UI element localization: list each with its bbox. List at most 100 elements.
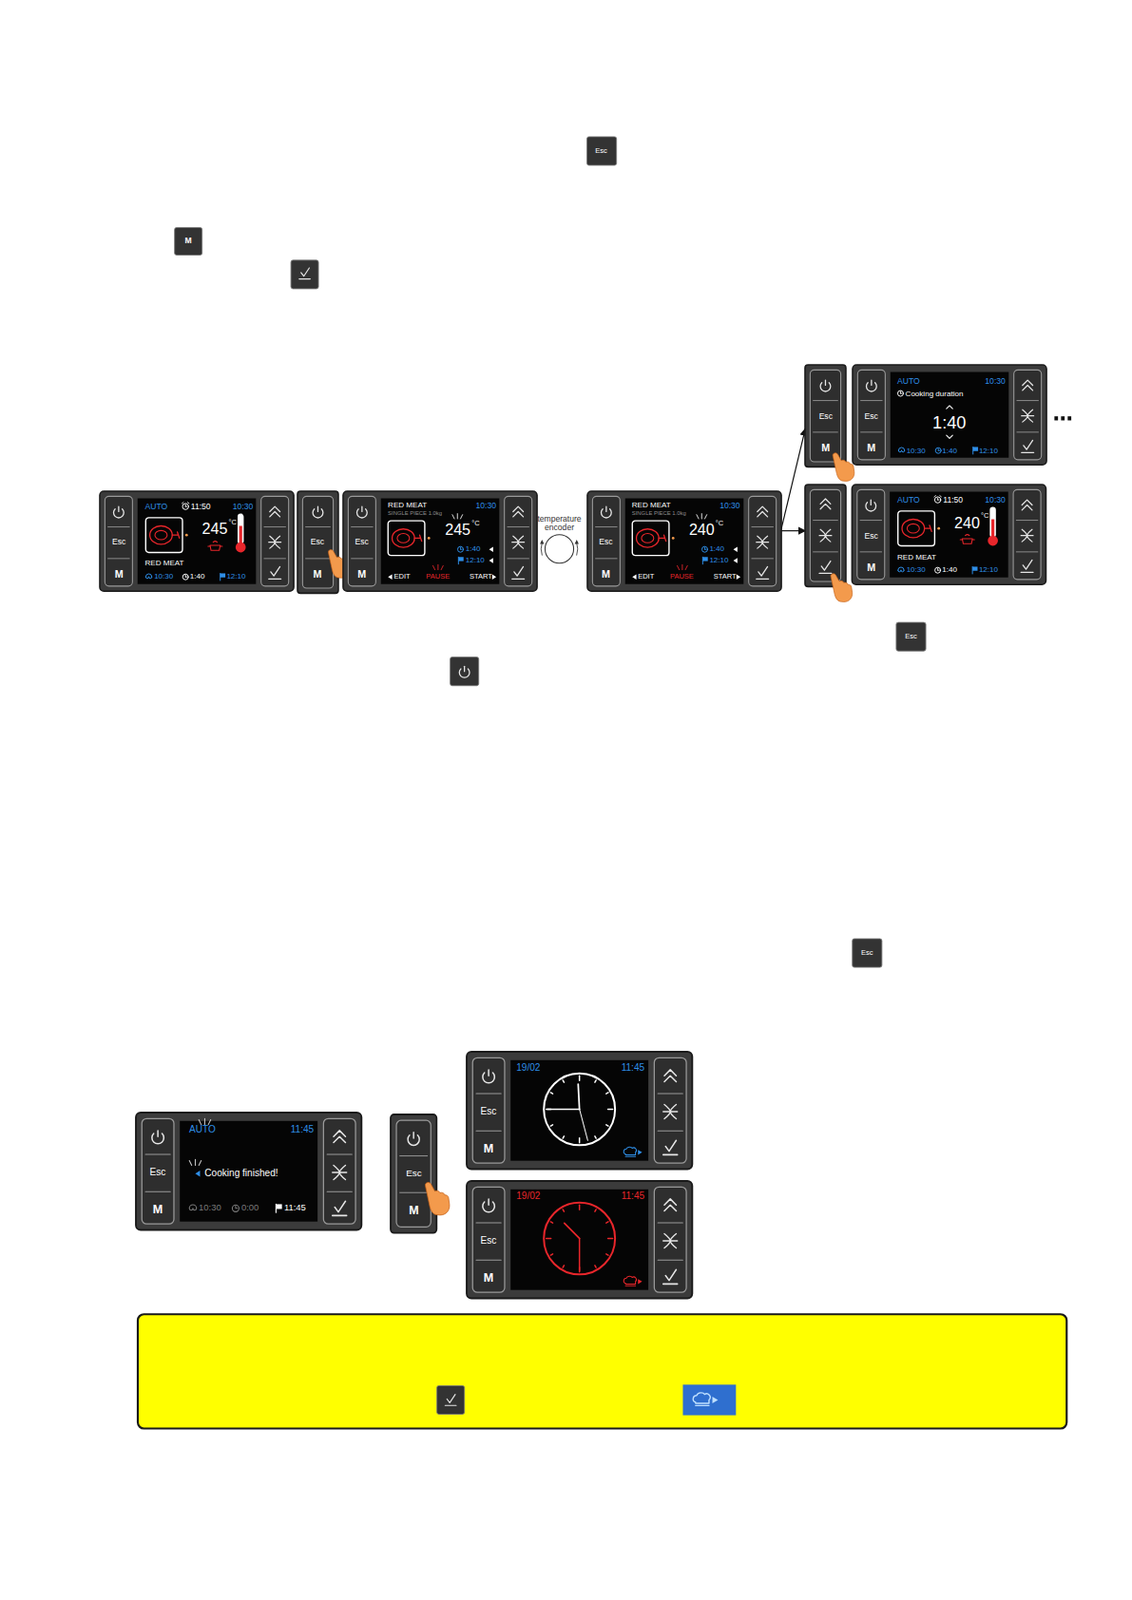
power-bar — [361, 506, 363, 512]
clock-ring — [935, 567, 941, 574]
power-icon — [114, 506, 125, 519]
ellipsis-dot — [1067, 416, 1072, 421]
strip-housing — [805, 364, 846, 467]
arrow-marker — [732, 557, 737, 563]
flag-cloth — [458, 556, 463, 561]
clock-tick — [606, 1221, 609, 1223]
display-text: 19/02 — [516, 1191, 540, 1202]
triangle — [632, 574, 636, 579]
display-text: 12:10 — [978, 447, 998, 456]
inline-key — [450, 657, 480, 687]
clock-ring — [935, 448, 941, 455]
display-text: 10:30 — [984, 376, 1005, 385]
flow-arrow — [781, 530, 806, 532]
clock-face — [543, 1074, 615, 1147]
encoder-knob — [544, 535, 574, 564]
button-separator — [750, 526, 773, 558]
tick-lines — [198, 1118, 211, 1125]
check-icon — [1020, 560, 1034, 574]
flag-icon — [458, 556, 463, 565]
triangle — [488, 546, 493, 552]
display-text: 240 — [954, 515, 980, 531]
display-text: 0:00 — [241, 1204, 259, 1213]
chef-hat — [623, 1276, 636, 1286]
arrow-marker — [488, 557, 493, 563]
display-text: 19/02 — [516, 1063, 540, 1074]
check-icon — [819, 561, 832, 575]
display-text: 11:45 — [284, 1204, 307, 1213]
control-panel: EscMAUTO10:30Cooking duration1:4010:301:… — [852, 364, 1047, 465]
check-mark — [1020, 560, 1034, 574]
fan-icon — [819, 529, 832, 542]
clock-face — [543, 1202, 615, 1275]
button-column — [472, 1058, 505, 1165]
blink-ticks — [695, 513, 707, 519]
check-mark — [663, 1140, 678, 1155]
button-column — [1013, 370, 1041, 461]
button-column — [141, 1118, 174, 1225]
strip-housing — [297, 491, 339, 594]
power-bar — [316, 506, 318, 512]
button-column — [1013, 489, 1041, 579]
key-caption: M — [185, 236, 192, 246]
triangle — [735, 574, 740, 579]
check-mark — [663, 1269, 678, 1285]
chef-triangle — [637, 1279, 642, 1285]
chevron — [1022, 381, 1034, 392]
button-column — [857, 489, 885, 579]
power-bar — [487, 1198, 489, 1205]
fan-lines — [268, 536, 282, 549]
display-text: 12:10 — [226, 573, 246, 581]
chevron-icon — [513, 506, 524, 518]
alarm-icon — [934, 496, 942, 504]
display-text: 12:10 — [978, 566, 998, 575]
button-strip: EscM — [297, 491, 339, 594]
chef-icon — [623, 1147, 642, 1157]
power-bar — [413, 1132, 415, 1138]
clock-hand — [900, 391, 902, 394]
chevron — [333, 1130, 346, 1143]
display-text: 10:30 — [906, 447, 926, 456]
flag-cloth — [702, 556, 708, 561]
power-icon — [482, 1198, 495, 1212]
clock-hand — [564, 1223, 580, 1239]
meat-frame — [387, 520, 425, 557]
display-text: SINGLE PIECE 1.0kg — [632, 511, 687, 518]
chef-icon — [623, 1276, 642, 1286]
meat-bone — [172, 532, 180, 538]
button-label: Esc — [598, 537, 613, 547]
power-icon — [459, 666, 470, 678]
clock-icon — [457, 546, 463, 553]
meat-bone — [924, 525, 933, 532]
power-bar — [870, 381, 872, 386]
button-separator — [657, 1223, 683, 1261]
display-text: 1:40 — [465, 545, 481, 554]
button-label: M — [483, 1143, 495, 1156]
tick-lines — [189, 1159, 201, 1166]
fan-icon — [268, 536, 282, 549]
meat-outer — [391, 528, 415, 547]
check-icon — [268, 566, 282, 579]
tick-lines — [695, 513, 707, 519]
clock-icon — [231, 1205, 239, 1212]
fan-lines — [332, 1165, 347, 1180]
triangle — [194, 1170, 200, 1177]
clock-tick — [545, 1237, 551, 1240]
button-label: Esc — [310, 537, 325, 547]
flag-icon — [972, 447, 978, 456]
clock-hand — [578, 1238, 580, 1271]
clock-hand — [460, 547, 462, 550]
thermo-bulb — [988, 536, 999, 547]
display-text: 12:10 — [465, 556, 485, 565]
clock-hand — [938, 568, 941, 571]
triangle — [492, 574, 497, 579]
panel-drawing — [466, 1052, 692, 1171]
meat-icon — [898, 511, 941, 547]
check-mark — [1020, 441, 1034, 454]
chevron — [513, 506, 524, 518]
clock-rim — [543, 1074, 615, 1147]
display-text: AUTO — [897, 496, 921, 505]
display-screen — [381, 498, 500, 584]
button-column — [302, 496, 333, 589]
arrow-marker — [194, 1170, 200, 1177]
